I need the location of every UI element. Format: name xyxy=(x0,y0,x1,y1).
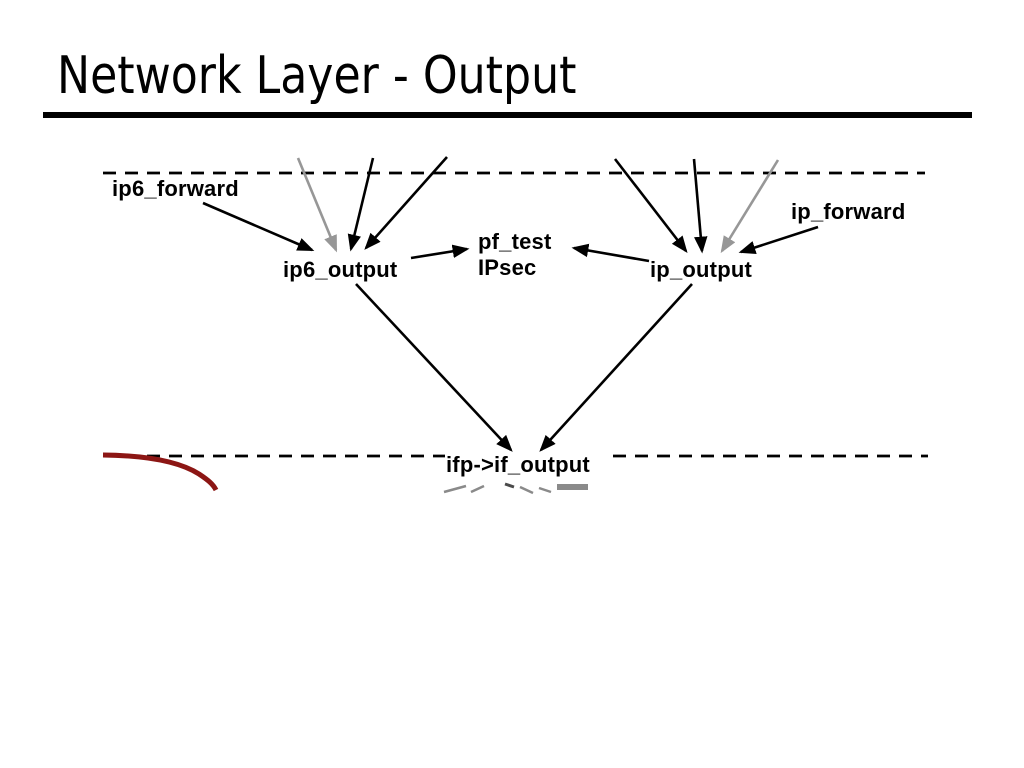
node-label-if-output: ifp->if_output xyxy=(446,452,590,477)
slide-title: Network Layer - Output xyxy=(57,46,577,106)
arrow-upper-to-ip6-output-1 xyxy=(347,157,375,252)
arrow-ip6-output-to-if-output xyxy=(355,283,513,452)
node-label-ip-forward: ip_forward xyxy=(791,199,906,224)
arrow-ip6-forward-to-ip6-output xyxy=(202,201,315,252)
gray-fragment xyxy=(538,486,552,494)
gray-fragment xyxy=(519,485,534,495)
node-label-pf-test: pf_test xyxy=(478,229,552,254)
node-label-ipsec: IPsec xyxy=(478,255,537,280)
node-label-ip-output: ip_output xyxy=(650,257,752,282)
node-label-pf-test-ipsec: pf_test IPsec xyxy=(478,229,552,281)
red-curve xyxy=(102,452,219,492)
arrow-upper-to-ip6-output-2 xyxy=(364,156,448,250)
gray-fragment xyxy=(470,484,485,494)
arrow-ip-output-to-pf-test xyxy=(571,243,650,263)
arrow-ip-output-to-if-output xyxy=(539,283,693,452)
node-label-ip6-output: ip6_output xyxy=(283,257,398,282)
node-label-ip6-forward: ip6_forward xyxy=(112,176,239,201)
gray-fragment xyxy=(504,482,515,489)
arrow-ip-forward-to-ip-output xyxy=(738,225,819,254)
arrow-upper-to-ip-output-1 xyxy=(613,158,688,254)
title-underline xyxy=(43,112,972,118)
arrow-upper-to-ip6-output-gray xyxy=(296,157,338,253)
gray-fragment xyxy=(443,484,467,494)
arrow-upper-to-ip-output-2 xyxy=(692,158,708,254)
arrow-ip6-output-to-pf-test xyxy=(410,244,470,260)
arrow-upper-to-ip-output-gray xyxy=(720,159,780,254)
